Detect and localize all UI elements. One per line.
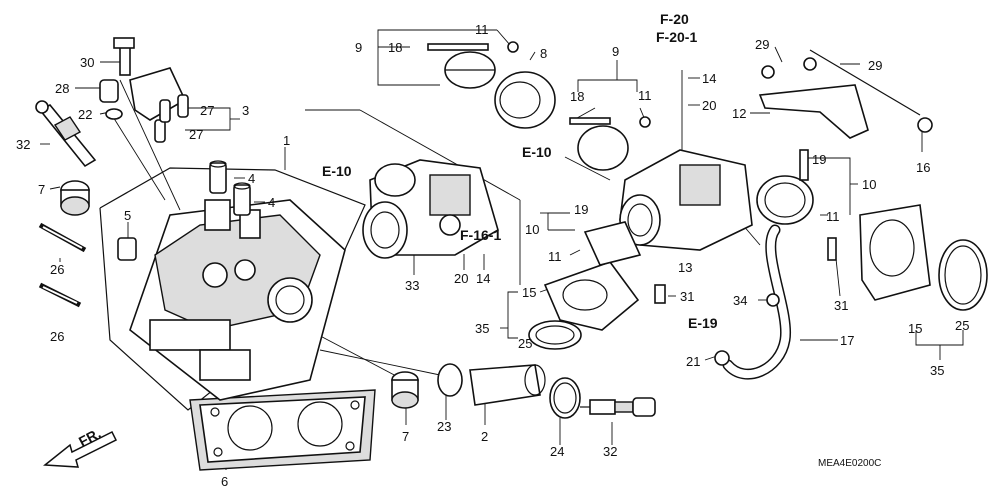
breather-hose [714,224,792,380]
label-35b: 35 [930,363,944,378]
throttle-body-left [362,159,499,259]
plug-caps [60,180,419,409]
label-7b: 7 [402,429,409,444]
label-25a: 25 [518,336,532,351]
label-3: 3 [242,103,249,118]
label-20b: 20 [454,271,468,286]
label-19b: 19 [812,152,826,167]
studs [38,222,87,308]
ref-e10-right: E-10 [522,144,552,160]
label-9b: 9 [612,44,619,59]
label-19a: 19 [574,202,588,217]
label-18a: 18 [388,40,402,55]
label-11a: 11 [475,22,489,37]
rocker-parts [99,37,189,143]
insulator-right [756,149,988,311]
label-15b: 15 [908,321,922,336]
front-arrow-icon: FR. [43,425,118,468]
label-20a: 20 [702,98,716,113]
label-24: 24 [550,444,564,459]
label-29b: 29 [868,58,882,73]
ref-f20: F-20 [660,11,689,27]
label-6: 6 [221,474,228,489]
label-11b: 11 [638,88,652,103]
spark-plug-bottom [580,397,656,417]
label-4a: 4 [248,171,255,186]
label-8: 8 [540,46,547,61]
label-17: 17 [840,333,854,348]
label-14b: 14 [476,271,490,286]
label-18b: 18 [570,89,584,104]
label-21: 21 [686,354,700,369]
label-10b: 10 [862,177,876,192]
label-28: 28 [55,81,69,96]
diagram-code: MEA4E0200C [818,458,881,469]
label-26a: 26 [50,262,64,277]
label-12: 12 [732,106,746,121]
label-11c: 11 [548,249,562,264]
label-1: 1 [283,133,290,148]
ref-e19: E-19 [688,315,718,331]
label-34: 34 [733,293,747,308]
label-35a: 35 [475,321,489,336]
dowel-pins [209,160,251,216]
label-16: 16 [916,160,930,175]
label-31a: 31 [680,289,694,304]
bolt-5 [117,237,137,261]
label-11d: 11 [826,209,840,224]
ref-e10-left: E-10 [322,163,352,179]
leader-lines [40,29,964,470]
label-7a: 7 [38,182,45,197]
label-33: 33 [405,278,419,293]
label-22: 22 [78,107,92,122]
label-13: 13 [678,260,692,275]
label-27a: 27 [200,103,214,118]
label-9a: 9 [355,40,362,55]
bottom-center-parts [437,363,581,419]
spark-plug-left [35,100,97,168]
ref-f16-1: F-16-1 [460,227,501,243]
label-31b: 31 [834,298,848,313]
reference-labels: E-10 E-10 F-20 F-20-1 F-16-1 E-19 [322,11,718,331]
cylinder-head [129,199,376,471]
ref-f20-1: F-20-1 [656,29,697,45]
label-15a: 15 [522,285,536,300]
label-4b: 4 [268,195,275,210]
label-32a: 32 [16,137,30,152]
bracket-12 [758,49,933,139]
label-29a: 29 [755,37,769,52]
label-30: 30 [80,55,94,70]
label-32b: 32 [603,444,617,459]
label-23: 23 [437,419,451,434]
insulator-mid [528,221,666,350]
label-27b: 27 [189,127,203,142]
insulator-8 [427,41,556,129]
label-2: 2 [481,429,488,444]
label-25b: 25 [955,318,969,333]
label-5: 5 [124,208,131,223]
part-labels: 1 2 3 4 4 5 6 7 7 8 9 9 10 10 11 11 11 1… [16,22,969,489]
label-14a: 14 [702,71,716,86]
label-10a: 10 [525,222,539,237]
label-26b: 26 [50,329,64,344]
